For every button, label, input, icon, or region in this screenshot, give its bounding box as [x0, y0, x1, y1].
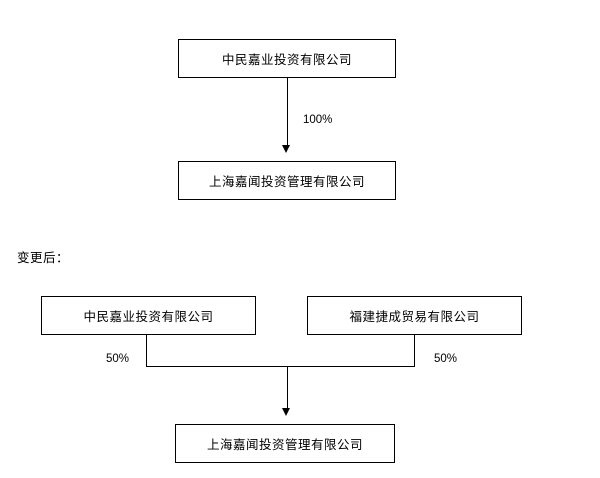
node-after-child: 上海嘉闻投资管理有限公司	[175, 424, 395, 463]
node-after-parent-left: 中民嘉业投资有限公司	[41, 296, 256, 335]
edge-label-after-right-50: 50%	[434, 353, 458, 365]
arrowhead-after	[282, 408, 290, 416]
node-after-parent-left-label: 中民嘉业投资有限公司	[83, 310, 214, 324]
edge-after-horizontal-connector	[146, 366, 415, 367]
edge-after-right-drop	[414, 335, 415, 366]
arrowhead-before	[282, 145, 290, 153]
edge-after-merge-to-child	[287, 366, 288, 408]
node-before-child: 上海嘉闻投资管理有限公司	[178, 161, 396, 200]
section-label-after-change: 变更后：	[17, 251, 70, 265]
node-before-parent-label: 中民嘉业投资有限公司	[221, 53, 352, 67]
edge-before-parent-to-child	[287, 78, 288, 145]
edge-label-before-100: 100%	[303, 114, 333, 126]
node-before-child-label: 上海嘉闻投资管理有限公司	[208, 175, 365, 189]
edge-after-left-drop	[146, 335, 147, 366]
node-after-parent-right: 福建捷成贸易有限公司	[307, 296, 522, 335]
node-after-child-label: 上海嘉闻投资管理有限公司	[206, 438, 363, 452]
node-after-parent-right-label: 福建捷成贸易有限公司	[349, 310, 480, 324]
edge-label-after-left-50: 50%	[106, 353, 130, 365]
node-before-parent: 中民嘉业投资有限公司	[178, 39, 396, 78]
